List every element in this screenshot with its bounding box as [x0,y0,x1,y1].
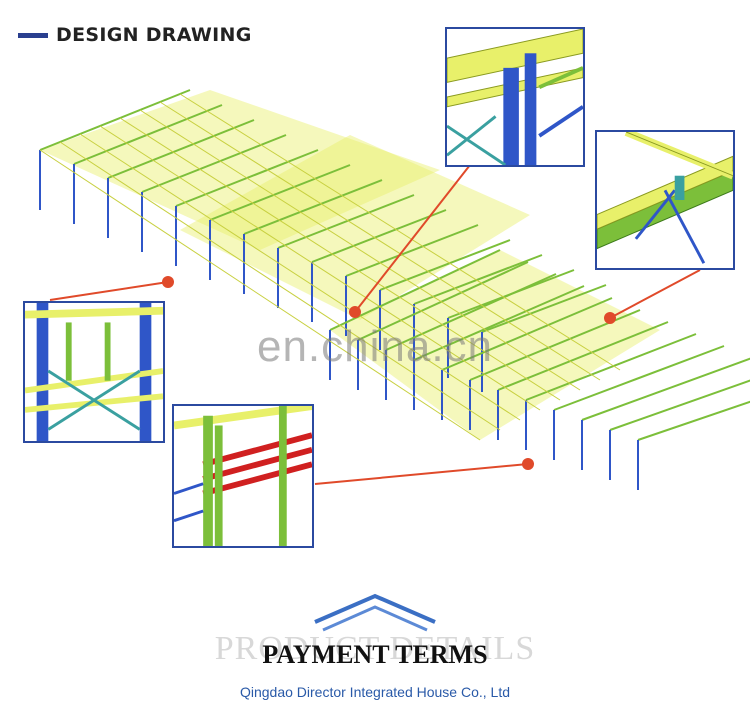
ghost-heading: PRODUCT DETAILS [214,630,536,667]
rafter [39,89,191,151]
rafter [277,194,415,249]
purlin [79,133,521,421]
roof-section-3 [330,250,660,440]
rafter [311,209,447,263]
detail-inset-right [595,130,735,270]
rafter [553,345,725,411]
rafter [385,273,557,351]
callout-line [609,269,701,319]
section-header: DESIGN DRAWING [18,22,252,48]
purlin-detail-image [174,406,312,546]
rafter [141,134,287,193]
company-name: Qingdao Director Integrated House Co., L… [239,684,511,700]
callout-line [354,164,471,313]
purlin [159,101,601,381]
rafter [413,285,585,361]
callout-dot [522,458,534,470]
rafter [637,400,750,441]
rafter [413,254,543,305]
callout-dot [349,306,361,318]
roof-divider-icon [314,593,436,632]
rafter [581,357,750,421]
rafter [73,104,223,165]
callout-line [314,463,529,485]
detail-inset-bottom [172,404,314,548]
building-frames [39,89,750,490]
purlin [99,125,541,411]
connection-detail-image [447,29,583,165]
purlin [139,109,581,391]
purlin [39,149,481,441]
detail-inset-left [23,301,165,443]
purlin [119,117,561,401]
purlin [179,93,621,371]
section-title: DESIGN DRAWING [56,24,252,46]
callout-dot [604,312,616,324]
rafter [243,179,383,235]
purlin [59,141,501,431]
rafter [209,164,351,221]
rafter [481,284,607,333]
beam-detail-image [597,132,733,268]
callout-lines [49,164,701,485]
payment-terms-title: PAYMENT TERMS [262,640,488,669]
roof-section-2 [180,135,530,320]
roof-section-1 [40,90,440,250]
callout-line [49,281,169,301]
rafter [345,224,479,277]
rafter [609,379,750,431]
rafter [379,239,511,291]
bracing-detail-image [25,303,163,441]
rafter [525,333,697,401]
watermark-text: en.china.cn [256,322,494,371]
detail-inset-top [445,27,585,167]
rafter [357,261,529,341]
steel-structure-drawing [39,89,750,490]
header-accent-bar [18,32,48,38]
callout-dot [162,276,174,288]
